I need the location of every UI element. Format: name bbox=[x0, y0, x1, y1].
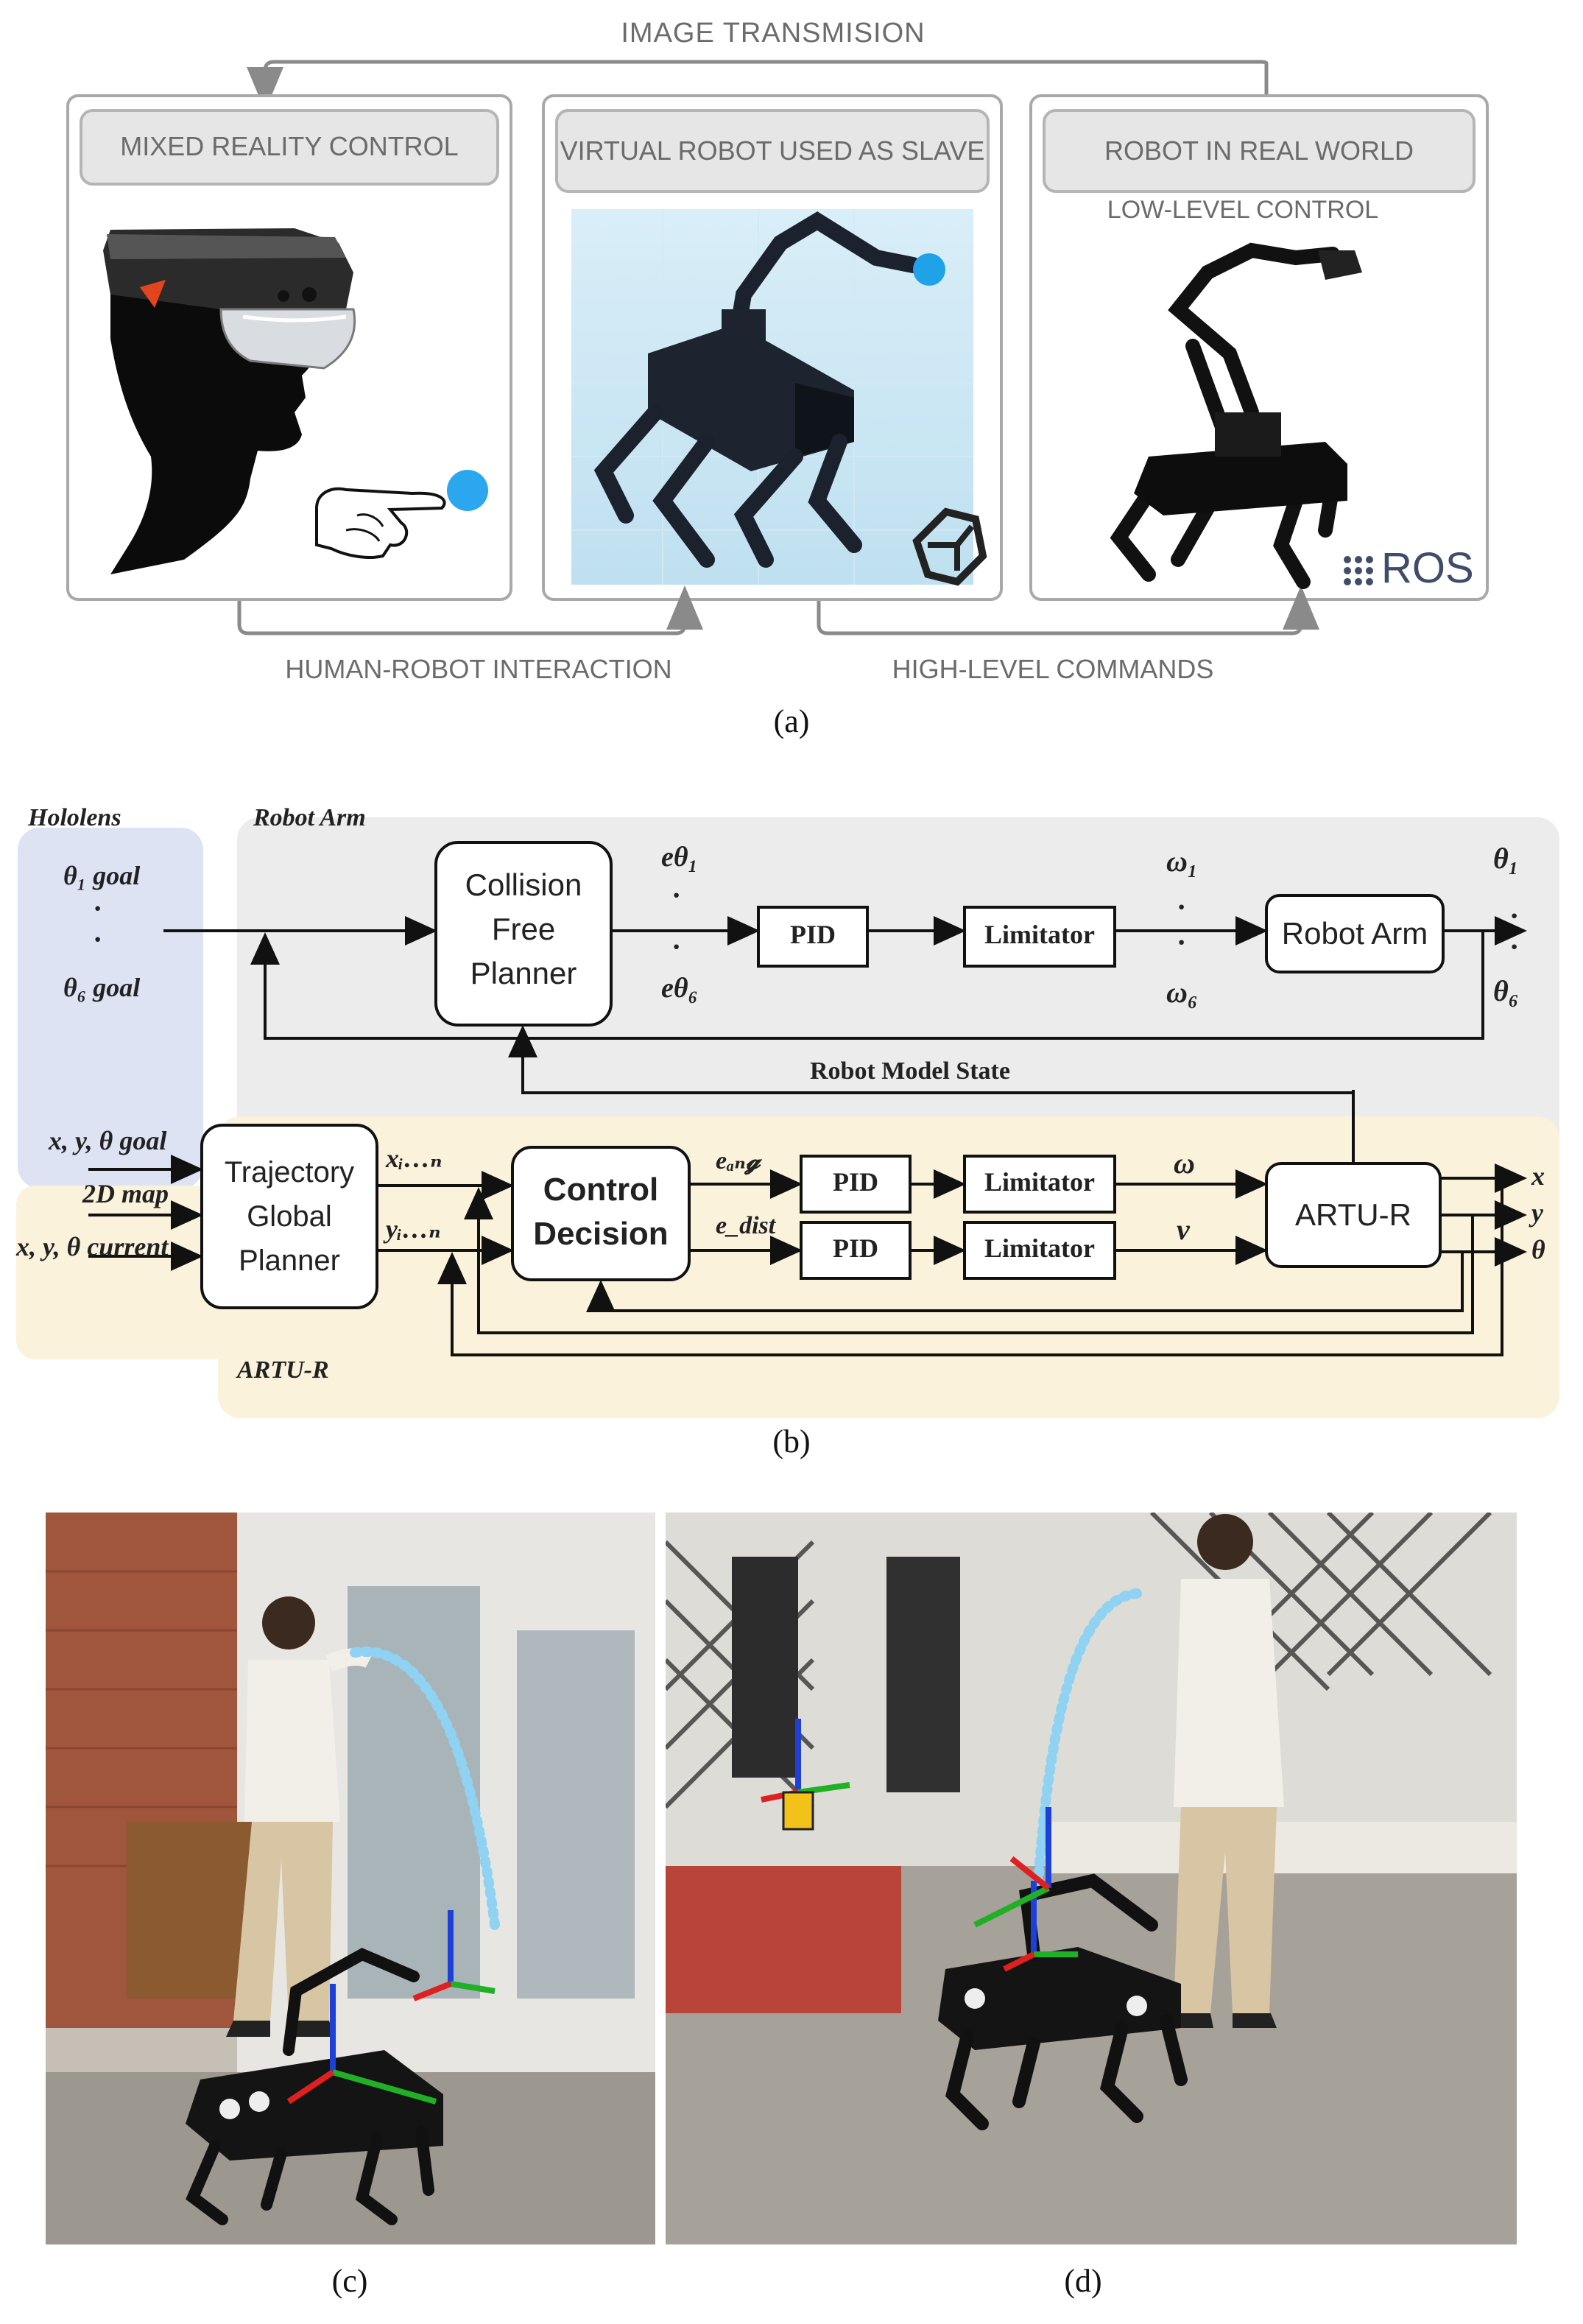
y-output: y bbox=[1531, 1198, 1543, 1228]
control-decision-label: Control Decision bbox=[512, 1168, 689, 1256]
robot-arm-label: Robot Arm bbox=[1281, 916, 1428, 951]
limitator-dist-label: Limitator bbox=[984, 1233, 1095, 1263]
limitator-dist bbox=[963, 1221, 1116, 1280]
e-ang-signal: eₐₙ𝓰 bbox=[716, 1147, 761, 1175]
caption-b: (b) bbox=[772, 1423, 811, 1459]
collision-line-1: Collision bbox=[465, 867, 582, 902]
omega1-signal: ω₁ bbox=[1166, 845, 1198, 878]
pid-ang bbox=[800, 1155, 912, 1214]
input-dots-1: · bbox=[93, 892, 103, 925]
pid-dist-label: PID bbox=[833, 1233, 878, 1263]
xy-goal-input: x, y, θ goal bbox=[49, 1126, 167, 1155]
trajectory-planner-label: Trajectory Global Planner bbox=[202, 1150, 377, 1283]
ros-logo-text: ROS bbox=[1381, 544, 1474, 592]
panel-a-svg bbox=[66, 60, 1489, 635]
high-level-commands-arrow bbox=[817, 585, 1319, 635]
image-transmission-label: IMAGE TRANSMISION bbox=[621, 18, 926, 49]
signal-dots-theta-1: · bbox=[1509, 899, 1520, 932]
signal-dots-theta-2: · bbox=[1509, 930, 1520, 963]
caption-a: (a) bbox=[773, 703, 810, 739]
collision-line-3: Planner bbox=[470, 956, 577, 990]
photo-d-svg bbox=[666, 1513, 1517, 2244]
photo-c bbox=[46, 1513, 655, 2244]
theta1-goal-input: θ₁ goal bbox=[63, 861, 141, 890]
e-theta6-signal: eθ₆ bbox=[661, 973, 698, 1004]
virtual-robot-title: VIRTUAL ROBOT USED AS SLAVE bbox=[560, 135, 985, 166]
panel-a: IMAGE TRANSMISION MIXED REALITY CONTROL … bbox=[0, 0, 1583, 744]
theta6-output: θ₆ bbox=[1493, 974, 1519, 1007]
y-in-signal: yᵢ…ₙ bbox=[386, 1214, 441, 1244]
human-robot-interaction-label: HUMAN-ROBOT INTERACTION bbox=[285, 654, 672, 684]
x-in-signal: xᵢ…ₙ bbox=[386, 1144, 443, 1173]
input-dots-2: · bbox=[93, 923, 103, 956]
ros-logo bbox=[1344, 556, 1373, 585]
hololens-group bbox=[18, 828, 203, 1189]
collision-planner-label: Collision Free Planner bbox=[436, 863, 611, 996]
pid-ang-label: PID bbox=[833, 1167, 878, 1197]
limitator-ang-label: Limitator bbox=[984, 1167, 1095, 1197]
artu-group-label: ARTU-R bbox=[237, 1356, 329, 1384]
theta1-output: θ₁ bbox=[1493, 842, 1519, 875]
unity-logo bbox=[912, 507, 987, 586]
pid-arm-label: PID bbox=[790, 920, 836, 949]
mixed-reality-title: MIXED REALITY CONTROL bbox=[120, 131, 459, 161]
panel-b: Hololens Robot Arm ARTU-R θ₁ goal · · θ₆… bbox=[0, 795, 1583, 1487]
hololens-label: Hololens bbox=[28, 804, 121, 831]
hololens-user-illustration bbox=[103, 228, 488, 574]
limitator-arm bbox=[963, 906, 1116, 968]
signal-dots-arm-2: · bbox=[671, 930, 682, 963]
caption-d: (d) bbox=[1064, 2263, 1102, 2299]
panel-b-svg bbox=[16, 817, 1559, 1418]
signal-dots-omega-2: · bbox=[1177, 926, 1187, 959]
photo-c-svg bbox=[46, 1513, 655, 2244]
high-level-commands-label: HIGH-LEVEL COMMANDS bbox=[892, 654, 1214, 684]
v-signal: v bbox=[1177, 1213, 1190, 1246]
control-line-1: Control bbox=[543, 1172, 659, 1208]
real-robot-title: ROBOT IN REAL WORLD bbox=[1104, 135, 1414, 166]
limitator-arm-label: Limitator bbox=[984, 920, 1095, 949]
low-level-control-label: LOW-LEVEL CONTROL bbox=[1107, 196, 1379, 224]
robot-arm-group-label: Robot Arm bbox=[253, 804, 366, 831]
real-robot-illustration bbox=[1110, 242, 1373, 589]
image-transmission-arrow bbox=[247, 60, 1269, 111]
control-line-2: Decision bbox=[533, 1216, 669, 1252]
caption-c: (c) bbox=[331, 2263, 368, 2299]
trajectory-line-2: Global bbox=[247, 1200, 332, 1233]
map-2d-input: 2D map bbox=[82, 1179, 169, 1208]
e-dist-signal: e_dist bbox=[716, 1212, 776, 1239]
e-theta1-signal: eθ₁ bbox=[661, 842, 698, 873]
theta-output: θ bbox=[1531, 1235, 1545, 1264]
photo-d bbox=[666, 1513, 1517, 2244]
collision-line-2: Free bbox=[491, 912, 556, 946]
virtual-robot-illustration bbox=[571, 209, 987, 586]
signal-dots-omega-1: · bbox=[1177, 890, 1187, 923]
xy-current-input: x, y, θ current bbox=[16, 1232, 169, 1261]
trajectory-line-1: Trajectory bbox=[224, 1156, 355, 1189]
omega6-signal: ω₆ bbox=[1166, 976, 1198, 1009]
signal-dots-arm-1: · bbox=[671, 878, 682, 912]
omega-signal: ω bbox=[1174, 1147, 1195, 1180]
theta6-goal-input: θ₆ goal bbox=[63, 973, 141, 1002]
x-output: x bbox=[1531, 1161, 1545, 1191]
robot-model-state-label: Robot Model State bbox=[810, 1057, 1010, 1085]
human-robot-interaction-arrow bbox=[237, 585, 703, 635]
artu-r-label: ARTU-R bbox=[1295, 1197, 1411, 1232]
trajectory-line-3: Planner bbox=[239, 1244, 340, 1277]
